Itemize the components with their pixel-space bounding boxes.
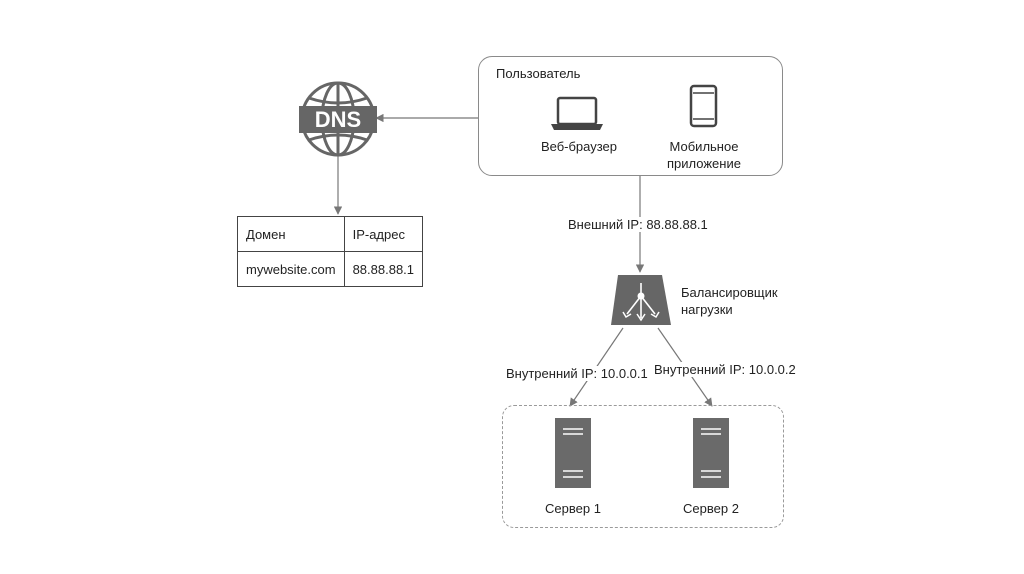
server-2-label: Сервер 2 xyxy=(683,501,739,516)
internal-ip-2-label: Внутренний IP: 10.0.0.2 xyxy=(652,362,798,377)
mobile-app-label-line1: Мобильное xyxy=(669,139,739,154)
internal-ip-1-label: Внутренний IP: 10.0.0.1 xyxy=(504,366,650,381)
user-group-box xyxy=(478,56,783,176)
server-2-icon xyxy=(693,418,729,488)
dns-globe-icon xyxy=(299,81,377,157)
dns-table: Домен IP-адрес mywebsite.com 88.88.88.1 xyxy=(237,216,424,287)
server-1-label: Сервер 1 xyxy=(545,501,601,516)
user-group-title: Пользователь xyxy=(496,66,581,81)
load-balancer-icon xyxy=(611,275,671,325)
web-browser-label: Веб-браузер xyxy=(540,139,618,154)
mobile-app-label-line2: приложение xyxy=(667,156,741,171)
dns-icon-text: DNS xyxy=(315,107,361,132)
dns-table-header-row: Домен IP-адрес xyxy=(237,216,424,252)
dns-table-header-ip: IP-адрес xyxy=(343,216,424,252)
server-cluster-box xyxy=(502,405,784,528)
dns-table-cell-ip: 88.88.88.1 xyxy=(343,251,424,287)
dns-table-cell-domain: mywebsite.com xyxy=(237,251,345,287)
server-1-icon xyxy=(555,418,591,488)
laptop-icon xyxy=(551,96,603,130)
external-ip-label: Внешний IP: 88.88.88.1 xyxy=(566,217,710,232)
load-balancer-label-line1: Балансировщик xyxy=(681,285,778,300)
table-row: mywebsite.com 88.88.88.1 xyxy=(237,251,424,287)
load-balancer-label-line2: нагрузки xyxy=(681,302,733,317)
mobile-phone-icon xyxy=(689,84,718,128)
dns-table-header-domain: Домен xyxy=(237,216,345,252)
